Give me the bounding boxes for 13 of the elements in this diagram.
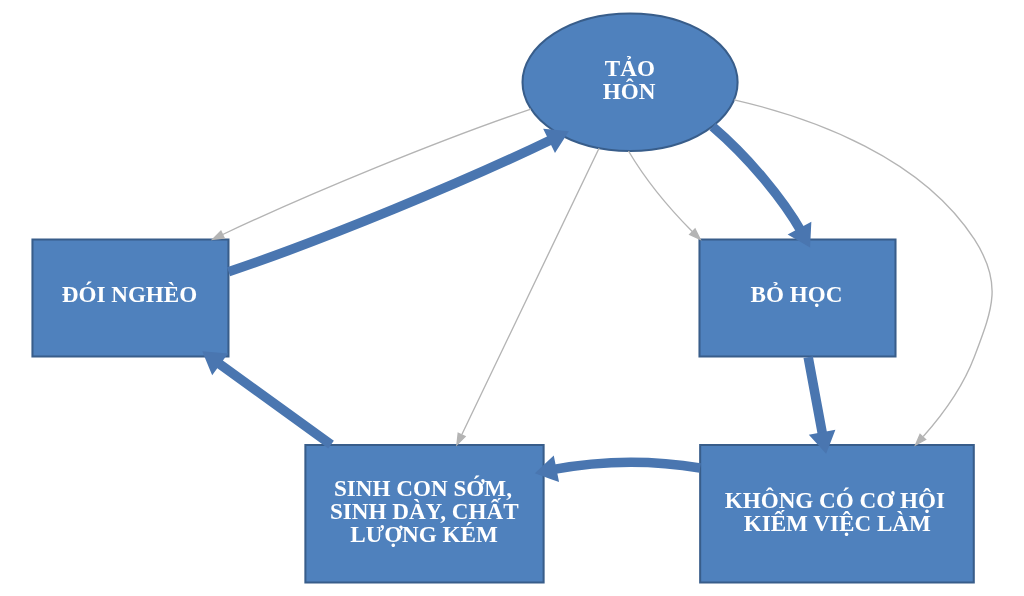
node-box: SINH CON SỚM, SINH DÀY, CHẤT LƯỢNG KÉM: [303, 444, 545, 584]
node-box: ĐÓI NGHÈO: [30, 238, 229, 358]
arrow: [732, 99, 993, 447]
arrow: [455, 147, 600, 447]
arrow: [201, 351, 334, 449]
arrow: [210, 108, 532, 241]
arrow: [226, 128, 569, 277]
arrow: [627, 150, 702, 241]
arrow: [708, 123, 811, 248]
arrow: [534, 455, 701, 483]
node-box: BỎ HỌC: [697, 238, 897, 358]
node-box: KHÔNG CÓ CƠ HỘI KIẾM VIỆC LÀM: [698, 444, 975, 584]
arrow: [803, 356, 835, 454]
